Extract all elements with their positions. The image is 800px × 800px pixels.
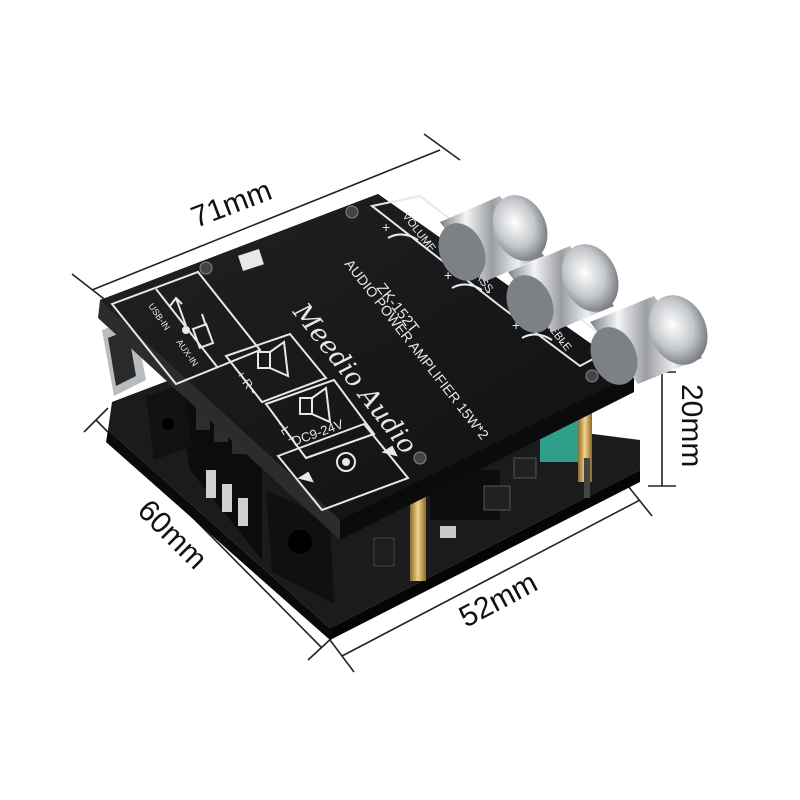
- screw-hole: [199, 261, 213, 275]
- volume-plus: +: [382, 219, 390, 235]
- screw-hole: [345, 205, 359, 219]
- volume-minus: -: [424, 233, 429, 249]
- aux-jack: [146, 384, 192, 460]
- volume-knob[interactable]: [430, 186, 558, 288]
- screw-hole: [585, 369, 599, 383]
- treble-plus: +: [512, 317, 520, 333]
- dimension-height-right: 20mm: [675, 384, 708, 467]
- adjust-arrows: [387, 233, 553, 341]
- bass-knob[interactable]: [498, 235, 629, 340]
- brass-standoffs: [410, 398, 592, 581]
- speaker-left-icon: [299, 386, 332, 424]
- treble-minus: -: [560, 333, 565, 349]
- dimension-width-top: 71mm: [187, 174, 277, 235]
- dimension-width-bottom: 52mm: [454, 566, 543, 634]
- speaker-right-icon: [257, 340, 290, 378]
- power-jack-icon: [297, 445, 398, 483]
- top-pcb: [98, 194, 634, 540]
- treble-knob[interactable]: [582, 286, 719, 393]
- card-icon: [238, 248, 264, 272]
- screw-hole: [413, 451, 427, 465]
- aux-icon: [191, 313, 215, 350]
- bass-minus: -: [486, 283, 491, 299]
- bass-plus: +: [444, 267, 452, 283]
- usb-icon: [169, 296, 190, 334]
